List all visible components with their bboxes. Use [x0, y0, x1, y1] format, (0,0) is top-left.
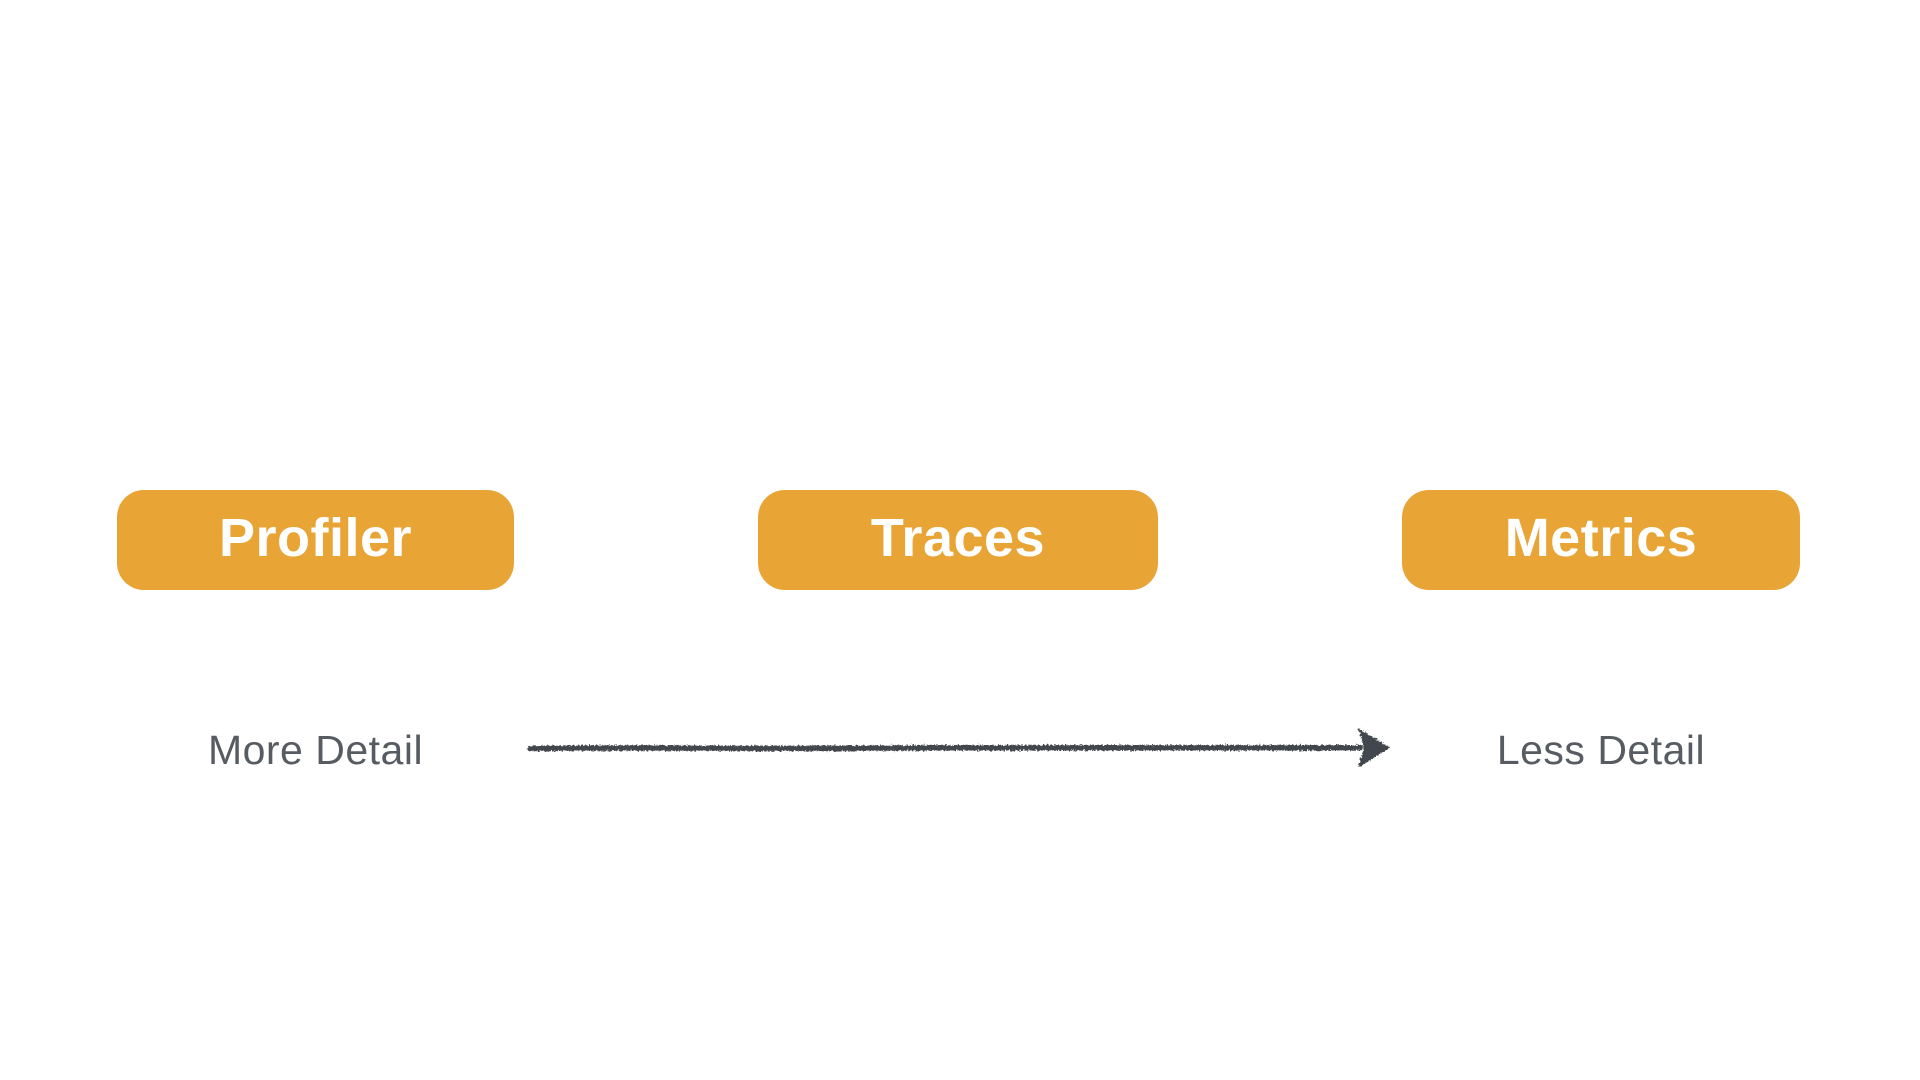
node-metrics-label: Metrics [1504, 508, 1698, 568]
arrow-right-icon [527, 728, 1390, 768]
more-detail-label: More Detail [207, 727, 424, 773]
node-profiler-label: Profiler [218, 508, 413, 568]
arrow-shape [527, 728, 1390, 768]
node-profiler: Profiler [117, 490, 514, 590]
less-detail-label: Less Detail [1496, 727, 1706, 773]
node-traces-label: Traces [870, 508, 1046, 568]
node-metrics: Metrics [1402, 490, 1800, 590]
node-traces: Traces [758, 490, 1158, 590]
